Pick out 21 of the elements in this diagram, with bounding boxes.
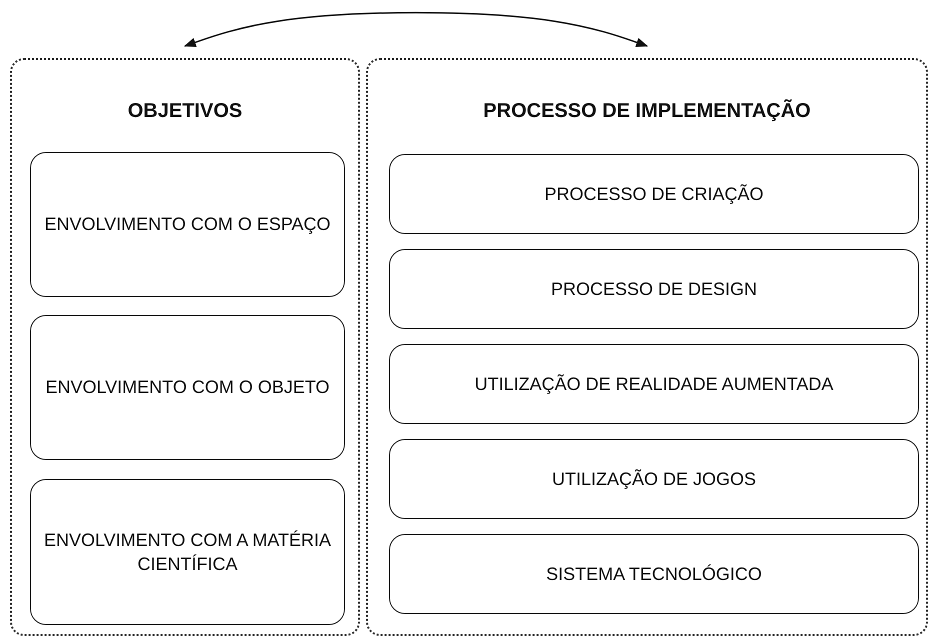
item-box [30,479,345,625]
item-label: ENVOLVIMENTO COM A MATÉRIA CIENTÍFICA [42,528,332,576]
item-label: ENVOLVIMENTO COM O OBJETO [44,376,331,400]
item-box [389,534,919,614]
item-label: PROCESSO DE CRIAÇÃO [543,182,765,206]
item-box [389,249,919,329]
item-box [389,439,919,519]
group-panel [366,58,928,636]
item-box [389,344,919,424]
group-panel [10,58,360,636]
item-label: PROCESSO DE DESIGN [550,278,758,301]
item-box [389,154,919,234]
item-label: UTILIZAÇÃO DE REALIDADE AUMENTADA [474,372,834,396]
panel-heading: OBJETIVOS [128,100,242,123]
item-box [30,315,345,460]
item-label: ENVOLVIMENTO COM O ESPAÇO [43,213,332,236]
item-box [30,152,345,297]
panel-heading: PROCESSO DE IMPLEMENTAÇÃO [483,100,811,123]
curved-arrow [184,12,648,47]
item-label: SISTEMA TECNOLÓGICO [545,562,763,586]
item-label: UTILIZAÇÃO DE JOGOS [550,468,758,491]
